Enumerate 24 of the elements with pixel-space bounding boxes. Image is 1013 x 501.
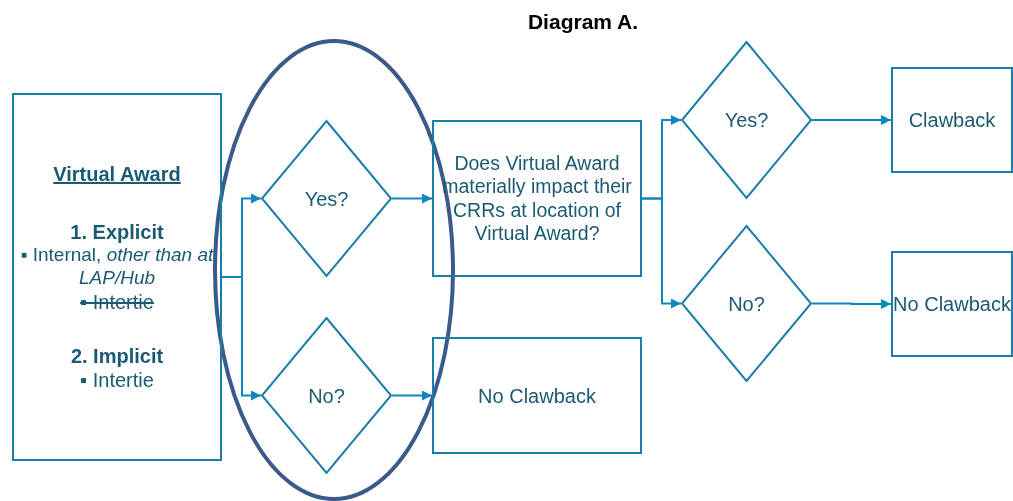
list-item: ▪ Intertie [80,289,154,314]
connector-arrow [811,115,892,125]
list-item: ▪ Internal, other than at LAP/Hub [19,244,215,290]
question-box [432,120,642,277]
node-label: No? [728,291,765,316]
node-label: No Clawback [893,292,1011,316]
node-label: Yes? [724,108,769,132]
node-label: No Clawback [478,383,596,408]
node-label: No? [308,383,345,408]
outcome-box [432,337,642,454]
source-box [12,93,222,461]
heading: Virtual Award [53,162,181,187]
list-item: ▪ Intertie [80,367,154,392]
diagram-title: Diagram A. [526,10,640,34]
outcome-box [891,251,1013,357]
node-label: Yes? [304,186,349,211]
connector-arrow [641,197,682,309]
connector-arrow [391,193,433,204]
category-heading: 1. Explicit [70,220,164,245]
category-heading: 2. Implicit [70,343,164,368]
connector-arrow [811,299,892,309]
outcome-box [891,67,1013,173]
node-label: Clawback [908,108,996,132]
connector-arrow [391,390,433,401]
